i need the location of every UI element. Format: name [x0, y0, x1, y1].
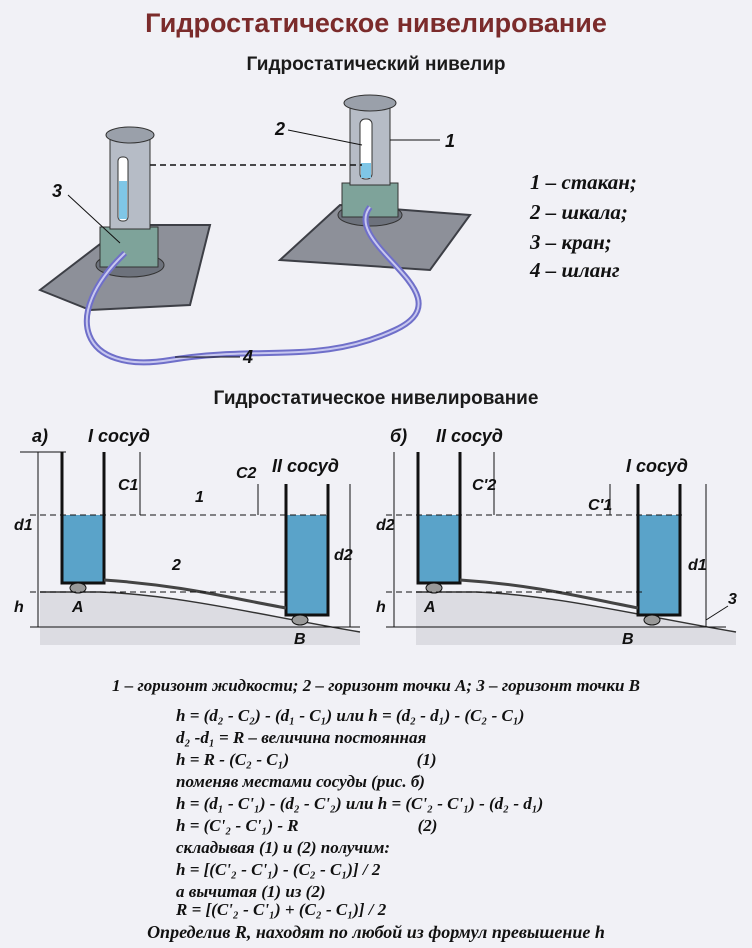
- label-2: 2: [274, 119, 285, 139]
- diagram-b-right-vessel: I сосуд: [626, 456, 688, 476]
- formula-line: складывая (1) и (2) получим:: [176, 838, 391, 857]
- diagram-a-d2: d2: [334, 547, 353, 564]
- diagram-b-label: б): [390, 426, 407, 446]
- legend-item-4: 4 – шланг: [530, 258, 620, 282]
- formula-line: h = (C'₂ - C'₁) - R (2): [176, 816, 438, 835]
- diagram-a-c1: C1: [118, 477, 139, 494]
- diagram-b-d2: d2: [376, 517, 395, 534]
- legend-item-1: 1 – стакан;: [530, 170, 637, 194]
- final-note: Определив R, находят по любой из формул …: [147, 922, 605, 942]
- diagram-b-line-3: 3: [728, 591, 737, 608]
- diagram-a-line-2: 2: [171, 557, 181, 574]
- diagram-b-point-a: A: [423, 599, 436, 616]
- formula-line: h = [(C'₂ - C'₁) - (C₂ - C₁)] / 2: [176, 860, 381, 879]
- right-vessel: [337, 94, 403, 227]
- diagram-a-right-vessel: II сосуд: [272, 456, 339, 476]
- label-4: 4: [242, 347, 253, 367]
- diagram-a-left-vessel: I сосуд: [88, 426, 150, 446]
- formula-line: h = R - (C₂ - C₁) (1): [176, 750, 437, 769]
- left-vessel: [95, 126, 165, 278]
- formula-line: h = (d₂ - C₂) - (d₁ - C₁) или h = (d₂ - …: [176, 706, 525, 725]
- diagram-b-left-vessel: II сосуд: [436, 426, 503, 446]
- formula-line: h = (d₁ - C'₁) - (d₂ - C'₂) или h = (C'₂…: [176, 794, 544, 813]
- diagram-b-d1: d1: [688, 557, 707, 574]
- legend-item-2: 2 – шкала;: [530, 200, 628, 224]
- diagram-a-c2: C2: [236, 465, 257, 482]
- diagram-subtitle: Гидростатическое нивелирование: [213, 388, 539, 409]
- diagram-b-h: h: [376, 599, 386, 616]
- page-title: Гидростатическое нивелирование: [145, 8, 607, 38]
- diagram-a-point-b: B: [294, 631, 306, 648]
- label-1: 1: [445, 131, 455, 151]
- diagram-a-label: а): [32, 426, 48, 446]
- diagram-a: а) I сосуд II сосуд C1 C2 d1 d2 h A B 1 …: [14, 426, 361, 648]
- label-3: 3: [52, 181, 62, 201]
- formula-line: а вычитая (1) из (2): [176, 882, 326, 901]
- diagram-a-h: h: [14, 599, 24, 616]
- diagram-a-point-a: A: [71, 599, 84, 616]
- legend-item-3: 3 – кран;: [530, 230, 612, 254]
- diagram-a-d1: d1: [14, 517, 33, 534]
- formula-line: R = [(C'₂ - C'₁) + (C₂ - C₁)] / 2: [176, 900, 387, 919]
- diagram-caption: 1 – горизонт жидкости; 2 – горизонт точк…: [111, 676, 641, 695]
- diagram-b-c2p: C'2: [472, 477, 496, 494]
- diagram-b-point-b: B: [622, 631, 634, 648]
- device-illustration: 2 1 3 4: [37, 94, 472, 367]
- formula-line: d₂ -d₁ = R – величина постоянная: [176, 728, 427, 747]
- diagram-b-c1p: C'1: [588, 497, 612, 514]
- device-subtitle: Гидростатический нивелир: [246, 54, 506, 75]
- diagram-a-line-1: 1: [195, 489, 204, 506]
- diagram-b: б) II сосуд I сосуд C'2 C'1 d2 d1 h A B …: [376, 426, 737, 648]
- formula-line: поменяв местами сосуды (рис. б): [176, 772, 425, 791]
